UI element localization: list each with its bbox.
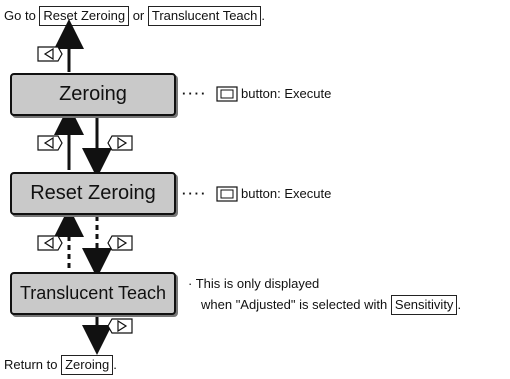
button-execute-2: button: Execute [241, 186, 332, 201]
button-execute-1: button: Execute [241, 86, 332, 101]
note-line2-text: when "Adjusted" is selected with [201, 297, 388, 312]
dots-2: ···· [182, 186, 208, 201]
right-key-icon [107, 235, 133, 251]
sensitivity-button-ref: Sensitivity [390, 295, 458, 315]
zeroing-box[interactable]: Zeroing [10, 73, 176, 116]
note-line1: · This is only displayed [188, 276, 319, 292]
header-period: . [261, 8, 266, 23]
left-key-icon [37, 135, 63, 151]
enter-key-icon [216, 186, 238, 202]
right-key-icon [107, 135, 133, 151]
enter-key-icon [216, 86, 238, 102]
translucent-teach-box[interactable]: Translucent Teach [10, 272, 176, 315]
or-text: or [132, 8, 145, 23]
return-prefix: Return to [4, 357, 58, 372]
goto-prefix: Go to [4, 8, 36, 23]
footer-period: . [113, 357, 117, 372]
reset-zeroing-label: Reset Zeroing [30, 182, 156, 204]
right-key-icon [107, 318, 133, 334]
translucent-teach-label: Translucent Teach [19, 283, 167, 303]
zeroing-label: Zeroing [59, 83, 127, 105]
dots-1: ···· [182, 86, 208, 101]
note-bullet: · [188, 276, 193, 291]
reset-zeroing-box[interactable]: Reset Zeroing [10, 172, 176, 215]
note-period: . [457, 297, 462, 312]
note-line1-text: This is only displayed [195, 276, 320, 291]
left-key-icon [37, 46, 63, 62]
footer-line: Return to Zeroing. [4, 355, 117, 375]
header-line: Go to Reset Zeroing or Translucent Teach… [4, 6, 265, 26]
left-key-icon [37, 235, 63, 251]
note-line2: when "Adjusted" is selected with Sensiti… [201, 295, 461, 315]
translucent-teach-link[interactable]: Translucent Teach [147, 6, 262, 26]
return-zeroing-link[interactable]: Zeroing [61, 355, 114, 375]
